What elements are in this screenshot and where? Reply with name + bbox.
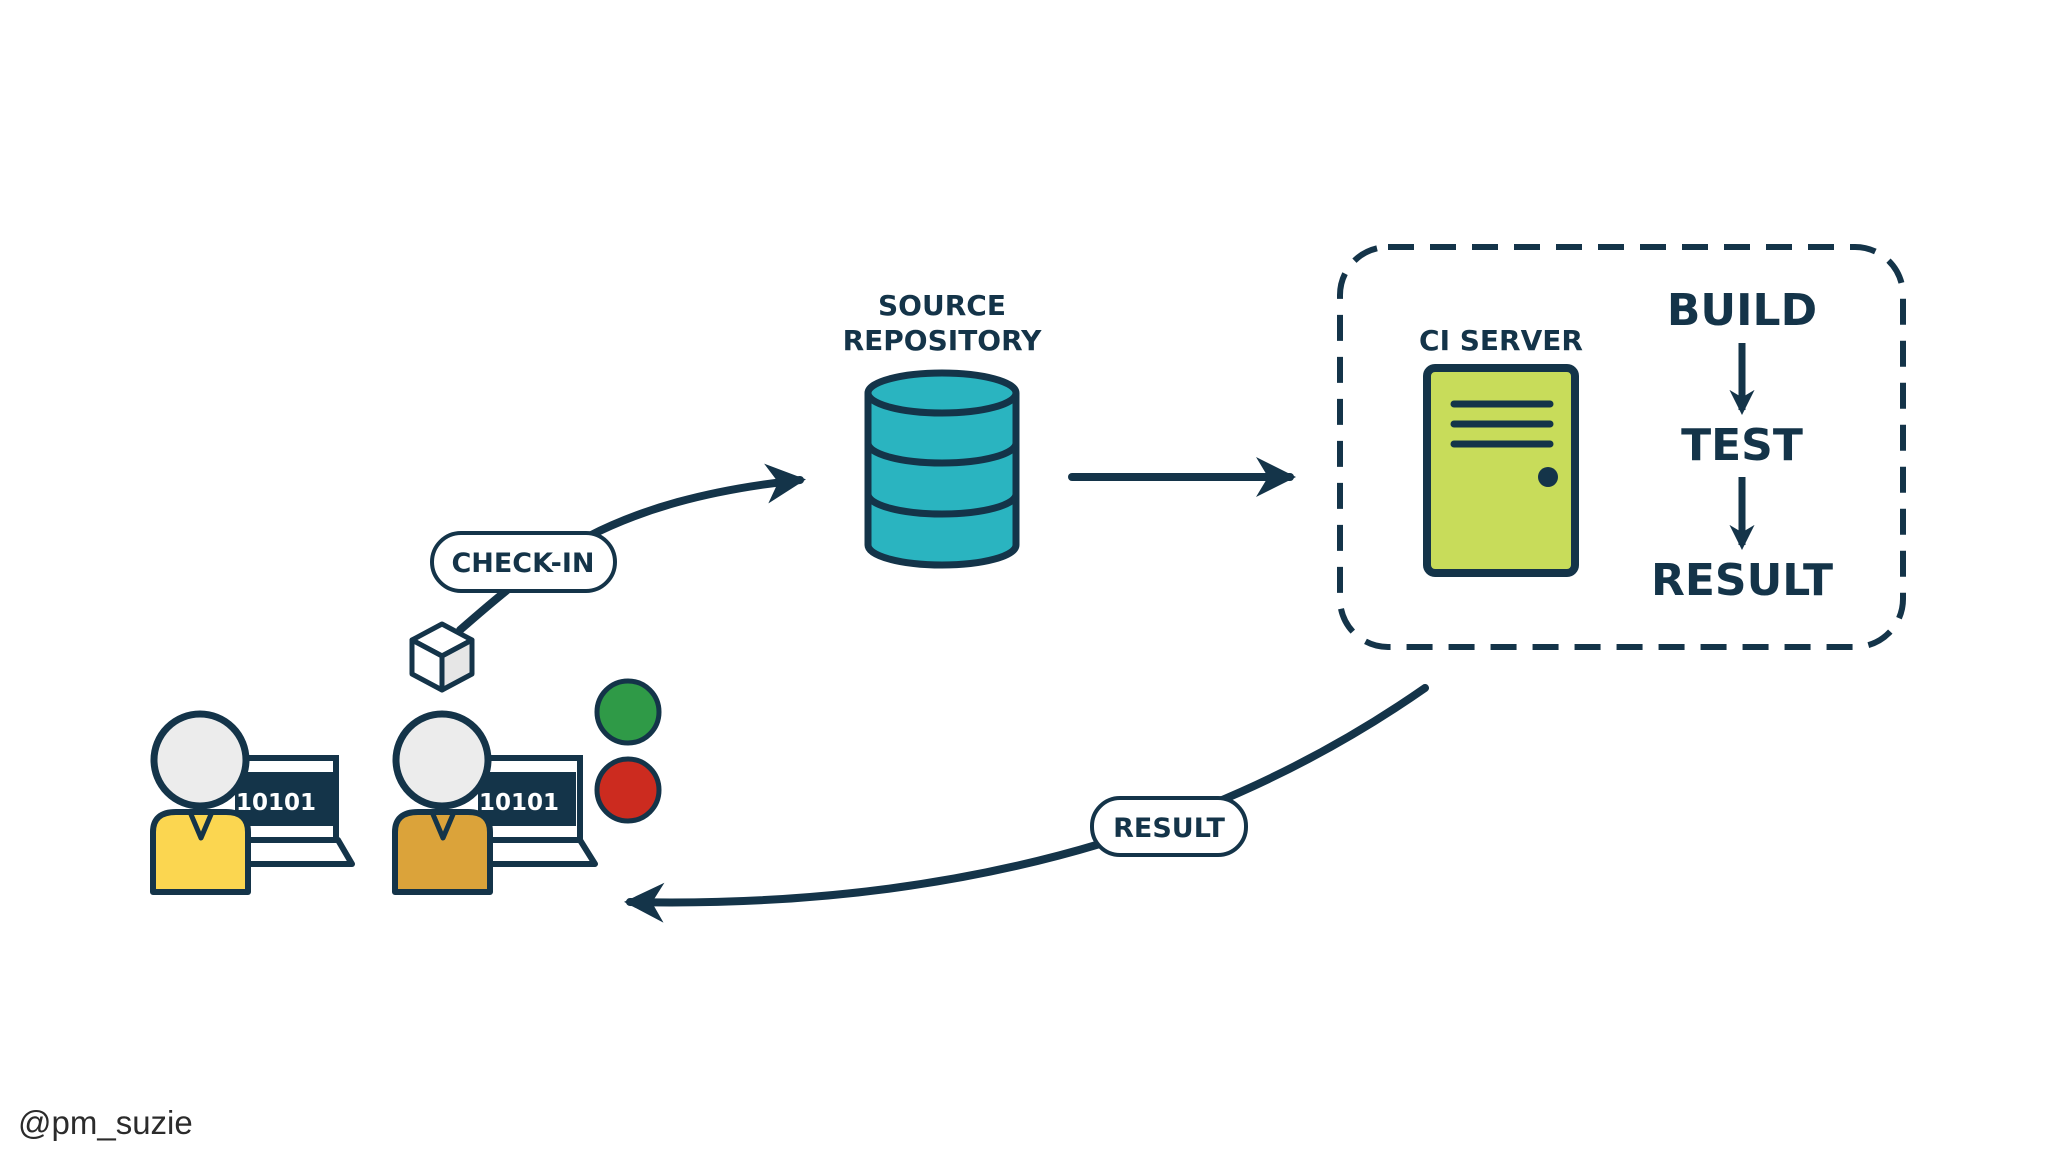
ci-boundary [1337,244,1906,650]
status-pass-icon [594,678,662,746]
laptop-icon [227,755,355,867]
source-repository-label-line1: SOURCE [878,289,1006,322]
database-icon [864,369,1020,569]
developer-body [150,809,251,895]
laptop-icon [470,755,598,867]
server-icon [1423,364,1579,577]
pipeline-result: RESULT [1651,555,1833,606]
result-label: RESULT [1113,813,1225,844]
developer-body [392,809,493,895]
developer-1: 10101 [150,710,355,895]
code-package-icon [409,621,475,693]
result-feedback-arrow [624,684,1429,923]
check-in-label: CHECK-IN [451,548,594,579]
laptop-screen-text: 10101 [479,790,559,816]
avatar-head [150,710,250,810]
laptop-screen-text: 10101 [236,790,316,816]
developer-2: 10101 [392,710,598,895]
pipeline-test: TEST [1681,420,1803,471]
check-in-pill [430,531,617,593]
author-handle: @pm_suzie [18,1104,193,1141]
status-fail-icon [594,756,662,824]
source-repository-label-line2: REPOSITORY [843,324,1043,357]
pipeline-build: BUILD [1667,285,1817,336]
ci-server-label: CI SERVER [1419,324,1583,357]
avatar-head [392,710,492,810]
result-pill [1090,796,1248,857]
